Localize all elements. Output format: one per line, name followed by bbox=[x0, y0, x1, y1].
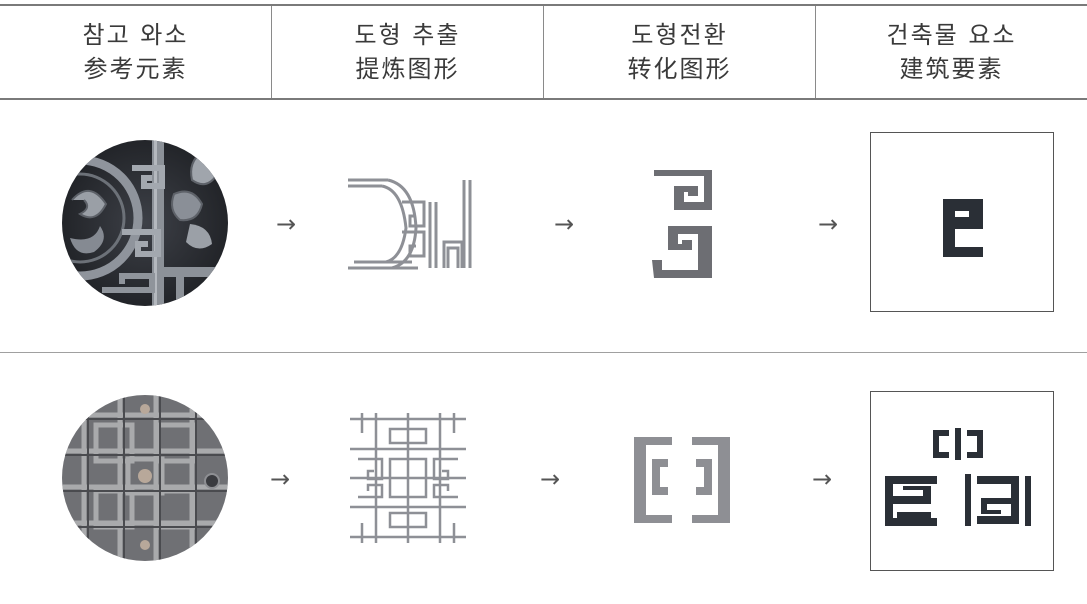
reference-photo-carved-window bbox=[62, 140, 228, 306]
arrow-icon: → bbox=[812, 465, 833, 493]
header-converted-shape: 도형전환 转化图形 bbox=[544, 6, 816, 98]
row-2: → → → bbox=[0, 353, 1087, 604]
arrow-icon: → bbox=[818, 210, 839, 238]
arrow-icon: → bbox=[270, 465, 291, 493]
row-1: → → → bbox=[0, 100, 1087, 352]
table-header: 참고 와소 参考元素 도형 추출 提炼图形 도형전환 转化图形 건축물 요소 建… bbox=[0, 6, 1087, 98]
header-ko-label: 도형전환 bbox=[631, 21, 728, 49]
header-zh-label: 提炼图形 bbox=[355, 55, 460, 83]
architectural-element-1 bbox=[870, 132, 1054, 312]
arrow-icon: → bbox=[554, 210, 575, 238]
architectural-element-2 bbox=[870, 391, 1054, 571]
header-ko-label: 참고 와소 bbox=[82, 21, 189, 49]
header-ko-label: 건축물 요소 bbox=[886, 21, 1017, 49]
arrow-icon: → bbox=[276, 210, 297, 238]
header-zh-label: 转化图形 bbox=[627, 55, 732, 83]
converted-shape-1 bbox=[652, 170, 716, 278]
header-reference-element: 참고 와소 参考元素 bbox=[0, 6, 272, 98]
arrow-icon: → bbox=[540, 465, 561, 493]
reference-photo-lattice-window bbox=[62, 395, 228, 561]
top-rule bbox=[0, 4, 1087, 6]
header-bottom-rule bbox=[0, 98, 1087, 100]
row-divider bbox=[0, 352, 1087, 353]
header-architectural-element: 건축물 요소 建筑要素 bbox=[816, 6, 1087, 98]
header-extracted-shape: 도형 추출 提炼图形 bbox=[272, 6, 544, 98]
extracted-shape-2 bbox=[346, 409, 470, 547]
converted-shape-2 bbox=[634, 437, 730, 523]
extracted-shape-1 bbox=[344, 176, 474, 272]
header-zh-label: 参考元素 bbox=[83, 55, 188, 83]
header-zh-label: 建筑要素 bbox=[899, 55, 1004, 83]
header-ko-label: 도형 추출 bbox=[354, 21, 461, 49]
